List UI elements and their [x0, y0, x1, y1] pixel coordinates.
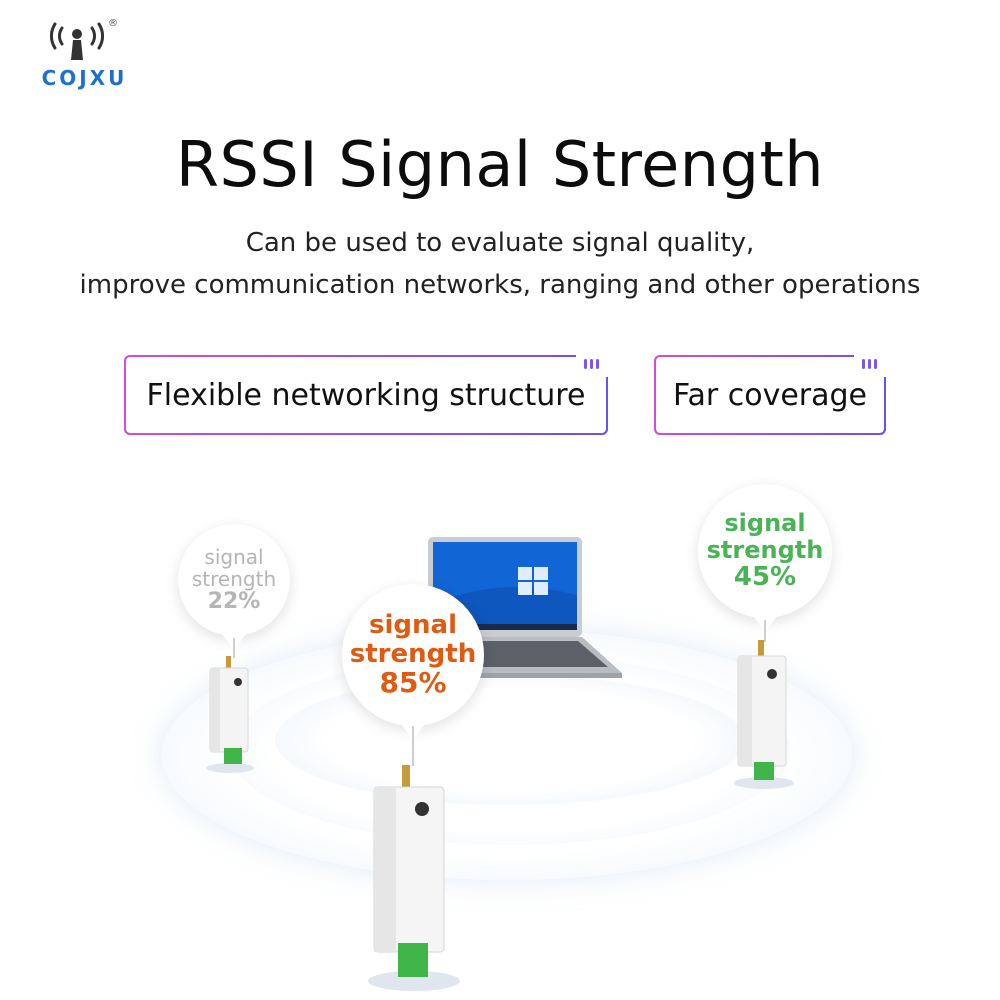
brand-logo: ® COJXU [22, 18, 142, 98]
bubble-value: 22% [207, 588, 261, 614]
bubble-stem [412, 726, 414, 766]
bubble-value: 85% [379, 666, 447, 700]
feature-card-networking: Flexible networking structure [124, 355, 608, 435]
page-title: RSSI Signal Strength [175, 128, 825, 201]
brand-name: COJXU [41, 66, 128, 90]
bubble-value: 45% [733, 562, 797, 593]
network-scene: signal strength 22% signal strength 85% … [0, 460, 1000, 1000]
feature-card-coverage: Far coverage [654, 355, 886, 435]
signal-bubble-45: signal strength 45% [698, 484, 832, 632]
wireless-module-front [368, 765, 460, 991]
antenna-signal-icon [50, 22, 104, 60]
bubble-line1: signal [204, 544, 264, 569]
feature-label: Far coverage [672, 377, 868, 413]
registered-mark: ® [108, 18, 118, 29]
bubble-line2: strength [349, 638, 477, 669]
bubble-line1: signal [369, 610, 457, 640]
corner-signal-icon [576, 355, 608, 377]
bubble-stem [233, 638, 235, 658]
bubble-stem [764, 620, 766, 642]
subtitle-line-2: improve communication networks, ranging … [79, 270, 921, 300]
corner-signal-icon [854, 355, 886, 377]
feature-label: Flexible networking structure [146, 377, 586, 413]
bubble-line1: signal [724, 509, 806, 538]
coverage-ring-inner [275, 675, 745, 805]
signal-bubble-22: signal strength 22% [178, 524, 290, 650]
wireless-module-left [206, 656, 254, 773]
wireless-module-right [734, 640, 794, 789]
subtitle-line-1: Can be used to evaluate signal quality, [245, 228, 755, 258]
signal-bubble-85: signal strength 85% [342, 584, 484, 740]
bubble-line2: strength [706, 535, 824, 564]
laptop-icon [428, 537, 622, 678]
bubble-line2: strength [191, 566, 277, 591]
